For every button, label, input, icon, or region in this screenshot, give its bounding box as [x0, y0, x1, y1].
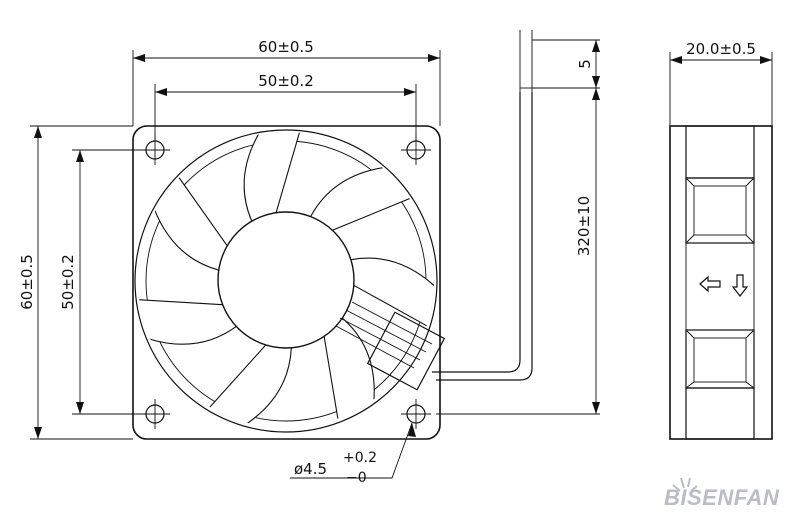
fan-blade [309, 166, 413, 231]
dimension-thickness: 20.0±0.5 [669, 40, 773, 126]
dimension-hole-spacing-horizontal: 50±0.2 [154, 72, 417, 141]
brand-name: BISENFAN [664, 485, 780, 510]
dim-label-lead-length: 320±10 [575, 196, 593, 256]
fan-frame [132, 125, 441, 440]
brand-spark-icon [672, 477, 698, 492]
fan-housing-ring [134, 129, 438, 433]
airflow-arrow-left-icon [699, 275, 721, 293]
fan-blade [138, 299, 238, 345]
side-view-outline [669, 125, 773, 440]
wire-exit-channel [335, 301, 446, 391]
dimension-hole-diameter: ø4.5 +0.2 −0 [290, 422, 416, 486]
dim-label-hole-tolerance-lower: −0 [346, 470, 367, 486]
dim-label-hole-diameter: ø4.5 [294, 460, 327, 478]
side-view [669, 125, 773, 440]
airflow-arrow-down-icon [731, 274, 749, 297]
fan-hub [217, 211, 355, 349]
mounting-hole-bottom-right [401, 399, 431, 429]
dim-label-hole-spacing-horizontal: 50±0.2 [258, 72, 314, 90]
fan-blade [243, 132, 301, 222]
dim-label-outer-width: 60±0.5 [258, 38, 314, 56]
front-view [132, 30, 533, 440]
side-view-top-section [685, 125, 755, 244]
dimension-outer-width: 60±0.5 [132, 38, 441, 126]
fan-blade [207, 344, 292, 426]
dim-label-strip-length: 5 [576, 59, 594, 69]
fan-blade [350, 257, 434, 328]
dimension-strip-length: 5 [532, 39, 600, 89]
side-view-bottom-section [685, 329, 755, 440]
lead-wires [432, 30, 533, 381]
dim-label-outer-height: 60±0.5 [18, 254, 36, 310]
dimension-hole-spacing-vertical: 50±0.2 [59, 149, 146, 415]
dimension-outer-height: 60±0.5 [18, 125, 133, 440]
dimension-lead-length: 320±10 [436, 87, 600, 415]
brand-logo: BISENFAN [664, 477, 780, 510]
dim-label-thickness: 20.0±0.5 [686, 40, 756, 58]
dim-label-hole-tolerance-upper: +0.2 [343, 450, 377, 466]
dim-label-hole-spacing-vertical: 50±0.2 [59, 254, 77, 310]
